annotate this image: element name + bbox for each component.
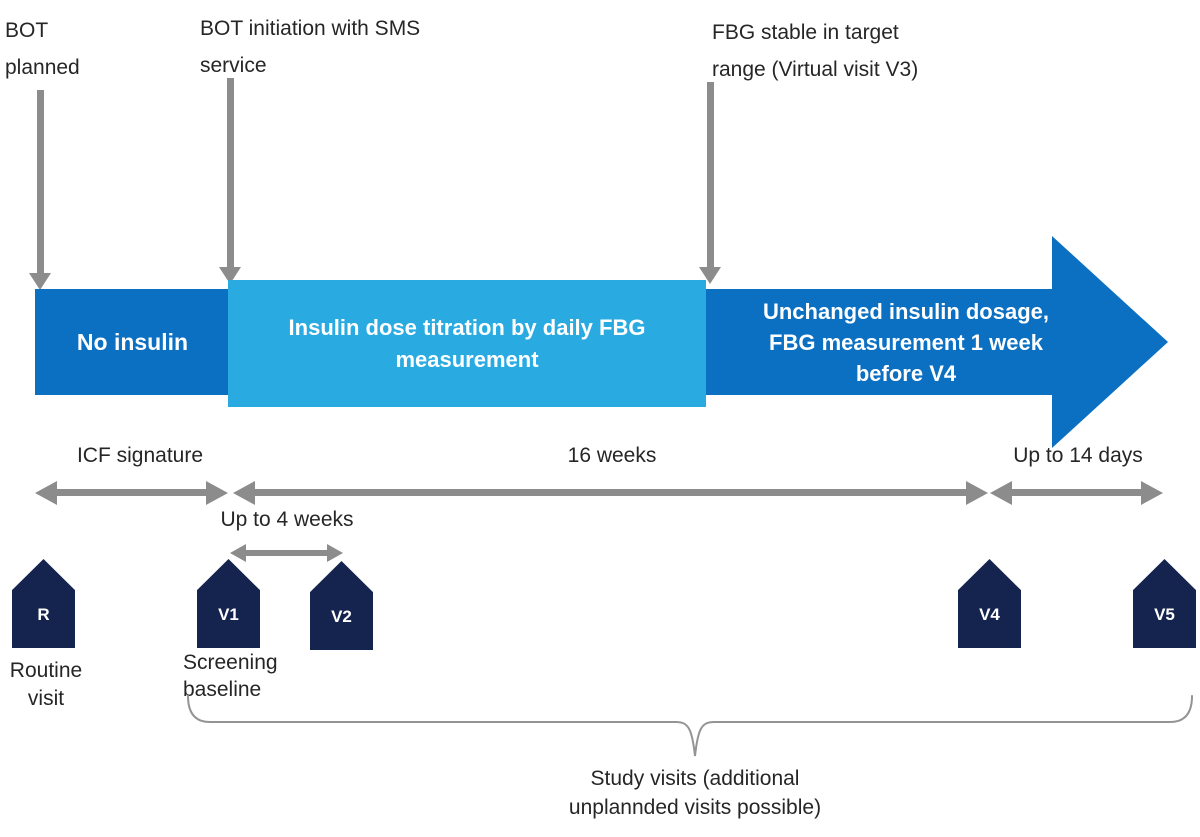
visit-marker-r: R [12,559,75,648]
duration-label-4-weeks: Up to 4 weeks [220,508,354,531]
segment-label: Unchanged insulin dosage, FBG measuremen… [706,289,1106,395]
double-arrow-icon-14-days [990,481,1163,505]
arrow-head-left [233,481,255,505]
down-arrow-icon [219,78,241,284]
duration-label-16-weeks: 16 weeks [567,444,657,467]
callout-line: service [200,54,267,77]
down-arrow-icon [699,82,721,284]
brace-icon [187,695,1193,757]
arrow-head-right [966,481,988,505]
arrow-head-right [1141,481,1163,505]
visit-code: V2 [331,607,352,626]
down-arrow-icon [29,90,51,290]
visit-code: V4 [979,605,1000,624]
duration-label-14-days: Up to 14 days [1013,444,1143,467]
note-line: Screening [183,651,278,674]
visit-code: V1 [218,605,239,624]
callout-bot-initiation: BOT initiation with SMS service [200,10,420,84]
arrow-head-left [990,481,1012,505]
arrow-head-right [206,481,228,505]
arrow-head [699,267,721,284]
arrow-stem [226,78,234,269]
visit-marker-v5: V5 [1133,559,1196,648]
callout-fbg-stable: FBG stable in target range (Virtual visi… [712,14,918,88]
note-routine-visit: Routine visit [0,657,107,713]
segment-label-line: Unchanged insulin dosage, [762,298,1050,324]
arrow-head-left [35,481,57,505]
visit-marker-v2: V2 [310,561,373,650]
double-arrow-icon-16-weeks [233,481,988,505]
visit-code: V5 [1154,605,1175,624]
callout-bot-planned: BOT planned [5,12,80,86]
note-line: Routine [9,659,83,682]
segment-no-insulin: No insulin [35,289,230,395]
visit-code: R [37,605,50,624]
segment-label-line: FBG measurement 1 week [769,329,1043,355]
arrow-head [29,273,51,290]
arrow-stem [1008,489,1145,496]
segment-label-line: before V4 [855,360,957,386]
callout-line: range (Virtual visit V3) [712,58,919,81]
note-line: Study visits (additional [590,767,800,790]
visit-marker-v1: V1 [197,559,260,648]
callout-line: FBG stable in target [712,21,899,44]
segment-label: No insulin [76,328,189,355]
arrow-stem [251,489,970,496]
visit-marker-v4: V4 [958,559,1021,648]
note-line: unplannded visits possible) [568,796,822,819]
note-line: visit [27,687,65,710]
arrow-stem [706,82,714,269]
note-screening-baseline: Screening baseline [183,649,278,703]
segment-label-line: measurement [395,346,539,372]
arrow-stem [36,90,44,275]
arrow-stem [243,550,330,556]
double-arrow-icon-4-weeks [230,544,343,562]
arrow-head-right [327,544,343,562]
callout-line: planned [5,56,80,79]
callout-line: BOT initiation with SMS [200,17,421,40]
segment-label-line: Insulin dose titration by daily FBG [288,314,646,340]
duration-label-icf: ICF signature [76,444,204,467]
double-arrow-icon-icf [35,481,228,505]
timeline-arrow-head-icon [1052,236,1168,448]
arrow-head-left [230,544,246,562]
segment-titration: Insulin dose titration by daily FBG meas… [228,280,706,407]
note-line: baseline [183,678,262,701]
callout-line: BOT [5,19,49,42]
segment-unchanged: Unchanged insulin dosage, FBG measuremen… [706,289,1052,395]
arrow-head [219,267,241,284]
arrow-stem [53,489,210,496]
note-study-visits: Study visits (additional unplannded visi… [495,764,895,822]
